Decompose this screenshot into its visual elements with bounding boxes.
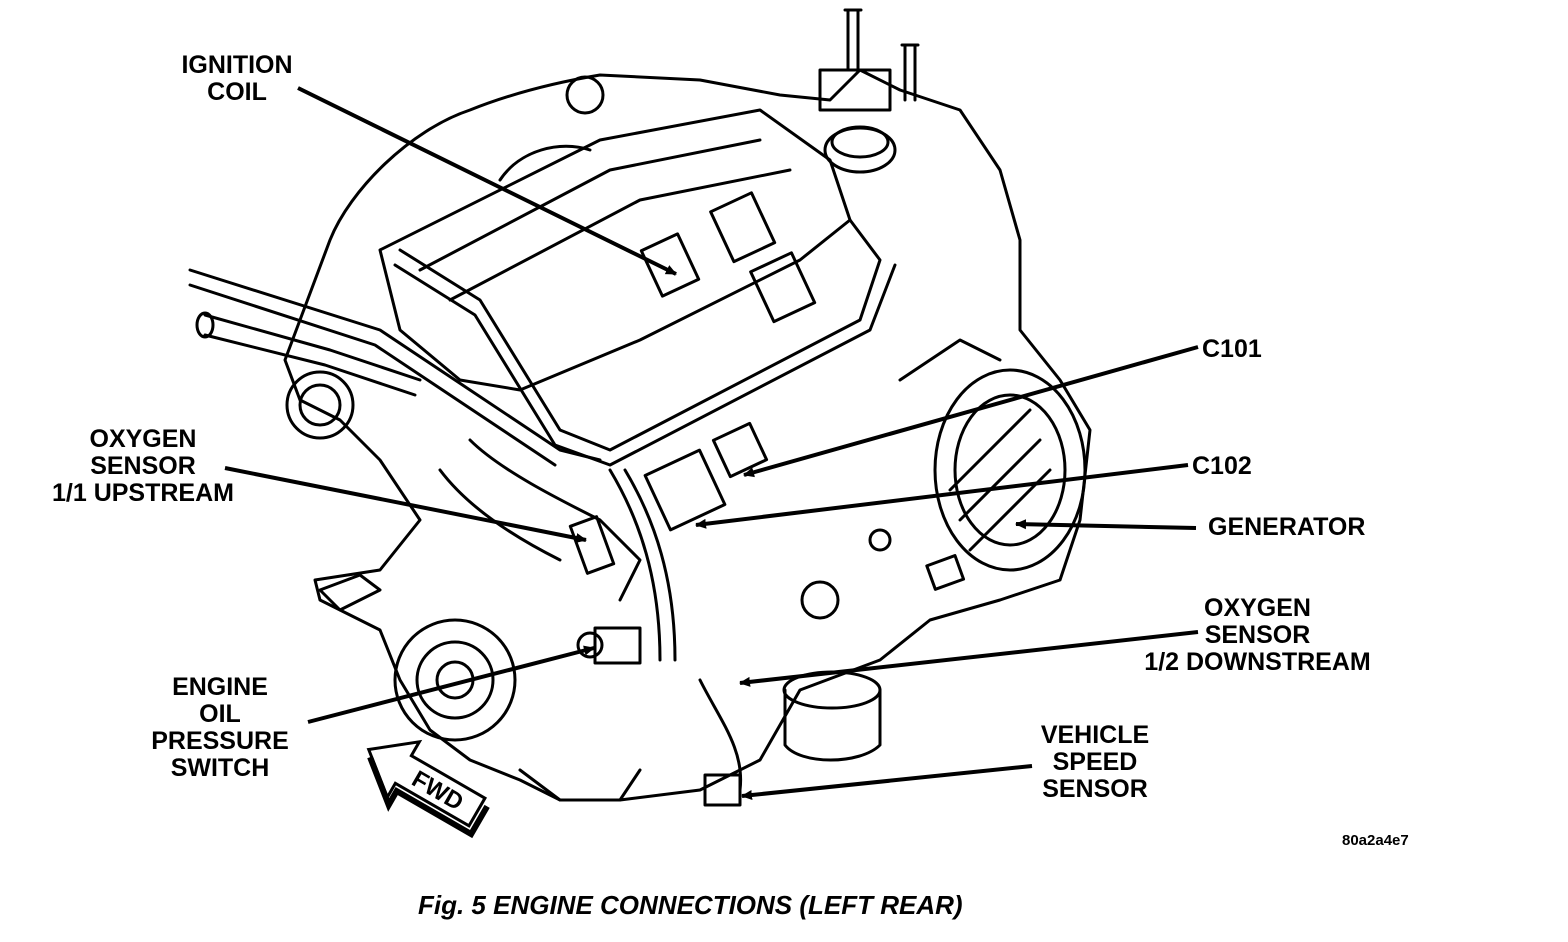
label-engine-oil-pressure-switch-line-4: SWITCH: [170, 754, 270, 782]
label-vehicle-speed-sensor-line-2: SPEED: [1052, 748, 1138, 776]
label-generator-text: GENERATOR: [1208, 513, 1366, 541]
label-oxygen-sensor-downstream-line-1: OXYGEN: [1204, 594, 1311, 622]
label-generator: GENERATOR: [1208, 514, 1365, 541]
figure-caption: Fig. 5 ENGINE CONNECTIONS (LEFT REAR): [418, 890, 963, 920]
leader-oil-pressure-switch: [307, 645, 595, 724]
leader-c102: [695, 463, 1189, 529]
leader-vehicle-speed-sensor: [741, 764, 1033, 800]
leader-c101: [743, 345, 1199, 478]
label-oxygen-sensor-upstream: OXYGEN SENSOR 1/1 UPSTREAM: [38, 426, 248, 507]
label-engine-oil-pressure-switch: ENGINE OIL PRESSURE SWITCH: [140, 674, 300, 782]
label-engine-oil-pressure-switch-line-3: PRESSURE: [151, 727, 289, 755]
label-oxygen-sensor-downstream-line-3: 1/2 DOWNSTREAM: [1144, 648, 1371, 676]
label-ignition-coil: IGNITION COIL: [172, 52, 302, 106]
label-oxygen-sensor-upstream-line-1: OXYGEN: [89, 425, 197, 453]
label-c101-text: C101: [1202, 335, 1262, 363]
figure-code: 80a2a4e7: [1342, 832, 1409, 849]
leader-lines: [224, 86, 1199, 800]
fwd-arrow: FWD: [366, 739, 490, 839]
leader-oxygen-sensor-upstream: [224, 466, 587, 543]
label-c101: C101: [1202, 336, 1262, 363]
label-engine-oil-pressure-switch-line-1: ENGINE: [172, 673, 268, 701]
leader-generator: [1015, 519, 1197, 530]
label-oxygen-sensor-upstream-line-3: 1/1 UPSTREAM: [52, 479, 234, 507]
leader-oxygen-sensor-downstream: [739, 630, 1199, 687]
leader-ignition-coil: [297, 86, 677, 276]
label-c102: C102: [1192, 453, 1252, 480]
label-engine-oil-pressure-switch-line-2: OIL: [199, 700, 241, 728]
label-vehicle-speed-sensor-line-3: SENSOR: [1042, 775, 1148, 803]
engine-illustration: [188, 8, 1092, 807]
label-ignition-coil-line-1: IGNITION: [181, 51, 293, 79]
label-oxygen-sensor-downstream-line-2: SENSOR: [1204, 621, 1311, 649]
label-c102-text: C102: [1192, 452, 1252, 480]
label-oxygen-sensor-downstream: OXYGEN SENSOR 1/2 DOWNSTREAM: [1130, 595, 1385, 676]
label-oxygen-sensor-upstream-line-2: SENSOR: [90, 452, 196, 480]
label-ignition-coil-line-2: COIL: [207, 78, 267, 106]
label-vehicle-speed-sensor-line-1: VEHICLE: [1040, 721, 1150, 749]
label-vehicle-speed-sensor: VEHICLE SPEED SENSOR: [1030, 722, 1160, 803]
